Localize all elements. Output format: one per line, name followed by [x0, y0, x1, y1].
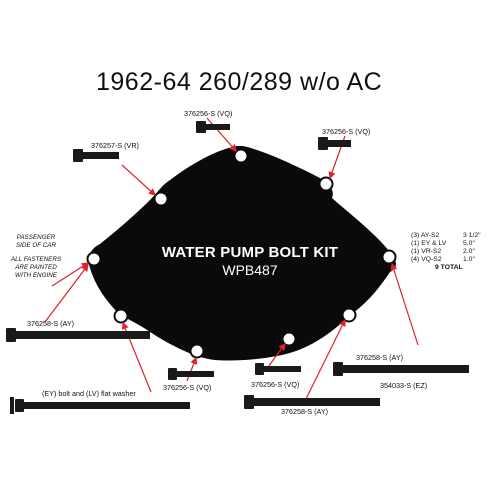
- kit-code: WPB487: [222, 262, 278, 278]
- bolt-holes: [86, 148, 397, 359]
- label-left-ay: 376258-S (AY): [27, 319, 75, 328]
- bolt-hole: [153, 191, 169, 207]
- arrow-top-left-vr: [121, 164, 156, 196]
- bolt-hole: [381, 249, 397, 265]
- spec-row: (3) AY-S2 3 1/2": [411, 232, 493, 240]
- note-passenger: PASSENGER SIDE OF CAR: [4, 234, 68, 250]
- bolt-top-right-vq: [318, 137, 351, 150]
- bolt-hole: [341, 307, 357, 323]
- arrow-bottom-left-vq: [186, 356, 198, 382]
- spec-row: (1) EY & LV 5.0": [411, 240, 493, 248]
- spec-qty: (1) VR-S2: [411, 248, 442, 255]
- arrow-top-vq: [206, 117, 237, 152]
- spec-row: (1) VR-S2 2.0": [411, 248, 493, 256]
- bolt-hole: [86, 251, 102, 267]
- bolt-hole: [113, 308, 129, 324]
- bolt-hole: [281, 331, 297, 347]
- spec-row: (4) VQ-S2 1.0": [411, 256, 493, 264]
- bolt-illustrations: [6, 121, 469, 414]
- spec-length: 5.0": [463, 240, 475, 247]
- kit-name: WATER PUMP BOLT KIT: [161, 244, 339, 261]
- spec-total-row: 9 TOTAL: [411, 264, 493, 272]
- label-bottom-left-vq: 376256-S (VQ): [163, 383, 212, 392]
- bolt-hole: [189, 343, 205, 359]
- bolt-bottom-left-vq: [168, 368, 214, 380]
- spec-length: 2.0": [463, 248, 475, 255]
- spec-qty: (3) AY-S2: [411, 232, 440, 239]
- label-bottom-ay: 376258-S (AY): [281, 407, 329, 416]
- label-bottom-mid-vq: 376256-S (VQ): [251, 380, 300, 389]
- spec-qty: (1) EY & LV: [411, 240, 447, 247]
- spec-length: 3 1/2": [463, 232, 481, 239]
- note-line: ARE PAINTED: [15, 264, 57, 271]
- bolt-right-ay: [333, 362, 469, 376]
- spec-total: 9 TOTAL: [435, 264, 463, 271]
- spec-table: (3) AY-S2 3 1/2" (1) EY & LV 5.0" (1) VR…: [411, 232, 493, 272]
- note-line: PASSENGER: [16, 234, 56, 241]
- bolt-top-left-vr: [73, 149, 119, 162]
- callout-arrows: [44, 117, 419, 406]
- note-line: ALL FASTENERS: [10, 256, 62, 263]
- arrow-left-ay: [44, 264, 89, 323]
- bolt-washer: [10, 397, 190, 414]
- bolt-left-ay: [6, 328, 150, 342]
- bolt-bottom-mid-vq: [255, 363, 301, 375]
- bolt-hole: [318, 176, 334, 192]
- spec-length: 1.0": [463, 256, 475, 263]
- label-right-ez: 354033-S (EZ): [380, 381, 428, 390]
- bolt-bottom-ay: [244, 395, 380, 409]
- label-top-right-vq: 376256-S (VQ): [322, 127, 371, 136]
- note-line: SIDE OF CAR: [15, 242, 57, 249]
- note-fasteners: ALL FASTENERS ARE PAINTED WITH ENGINE: [4, 256, 68, 280]
- label-top-vq: 376256-S (VQ): [184, 109, 233, 118]
- page-title: 1962-64 260/289 w/o AC: [96, 68, 383, 96]
- arrow-bottom-mid-vq: [267, 343, 286, 368]
- label-washer: (EY) bolt and (LV) flat washer: [42, 389, 136, 398]
- bolt-hole: [233, 148, 249, 164]
- note-line: WITH ENGINE: [15, 272, 57, 279]
- spec-qty: (4) VQ-S2: [411, 256, 442, 263]
- arrow-bottom-ay: [302, 318, 346, 406]
- arrow-right-ay: [390, 262, 419, 346]
- label-top-left-vr: 376257-S (VR): [91, 141, 139, 150]
- bolt-top-vq: [196, 121, 230, 133]
- label-right-ay: 376258-S (AY): [356, 353, 404, 362]
